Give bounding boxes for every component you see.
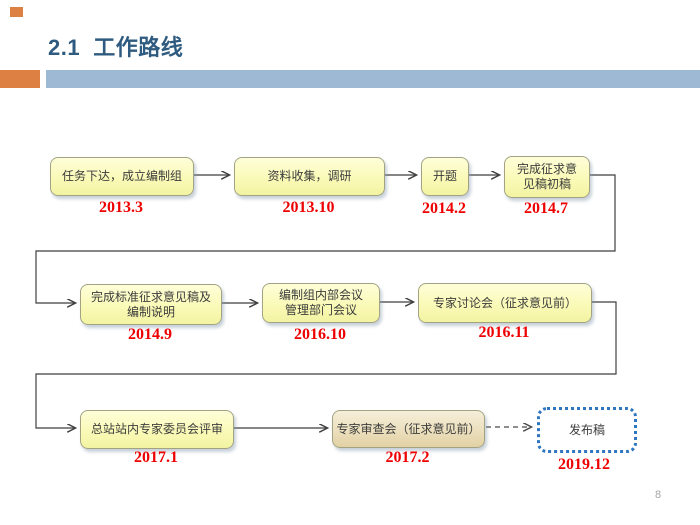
step-expert-discussion: 专家讨论会（征求意见前） xyxy=(418,283,592,323)
step-date: 2016.10 xyxy=(294,326,346,343)
step-date: 2014.7 xyxy=(524,200,568,217)
step-internal-meetings: 编制组内部会议 管理部门会议 xyxy=(262,283,380,323)
step-date: 2019.12 xyxy=(558,456,610,473)
header-accent-bar-orange xyxy=(0,70,40,88)
slide-title: 2.1 工作路线 xyxy=(48,35,184,60)
step-date: 2013.3 xyxy=(99,199,143,216)
header-accent-bar-blue xyxy=(46,70,700,88)
step-kickoff: 开题 xyxy=(421,157,469,196)
step-date: 2014.9 xyxy=(128,326,172,343)
step-data-collection: 资料收集，调研 xyxy=(234,157,385,196)
step-published-draft: 发布稿 xyxy=(537,407,637,453)
step-date: 2013.10 xyxy=(282,199,335,216)
page-number: 8 xyxy=(654,489,662,501)
step-expert-review-meeting: 专家审查会（征求意见前） xyxy=(332,410,485,448)
step-station-committee-review: 总站站内专家委员会评审 xyxy=(80,410,234,449)
step-date: 2016.11 xyxy=(478,324,530,341)
step-date: 2017.1 xyxy=(134,449,178,466)
connector-row2-to-row3 xyxy=(35,301,617,428)
step-date: 2014.2 xyxy=(422,200,466,217)
connector-row1-to-row2 xyxy=(35,174,616,303)
corner-accent-square xyxy=(10,7,23,17)
step-draft-and-description: 完成标准征求意见稿及 编制说明 xyxy=(80,284,222,325)
step-task-assignment: 任务下达，成立编制组 xyxy=(50,157,194,196)
step-date: 2017.2 xyxy=(385,449,430,466)
step-initial-draft: 完成征求意 见稿初稿 xyxy=(504,156,590,198)
